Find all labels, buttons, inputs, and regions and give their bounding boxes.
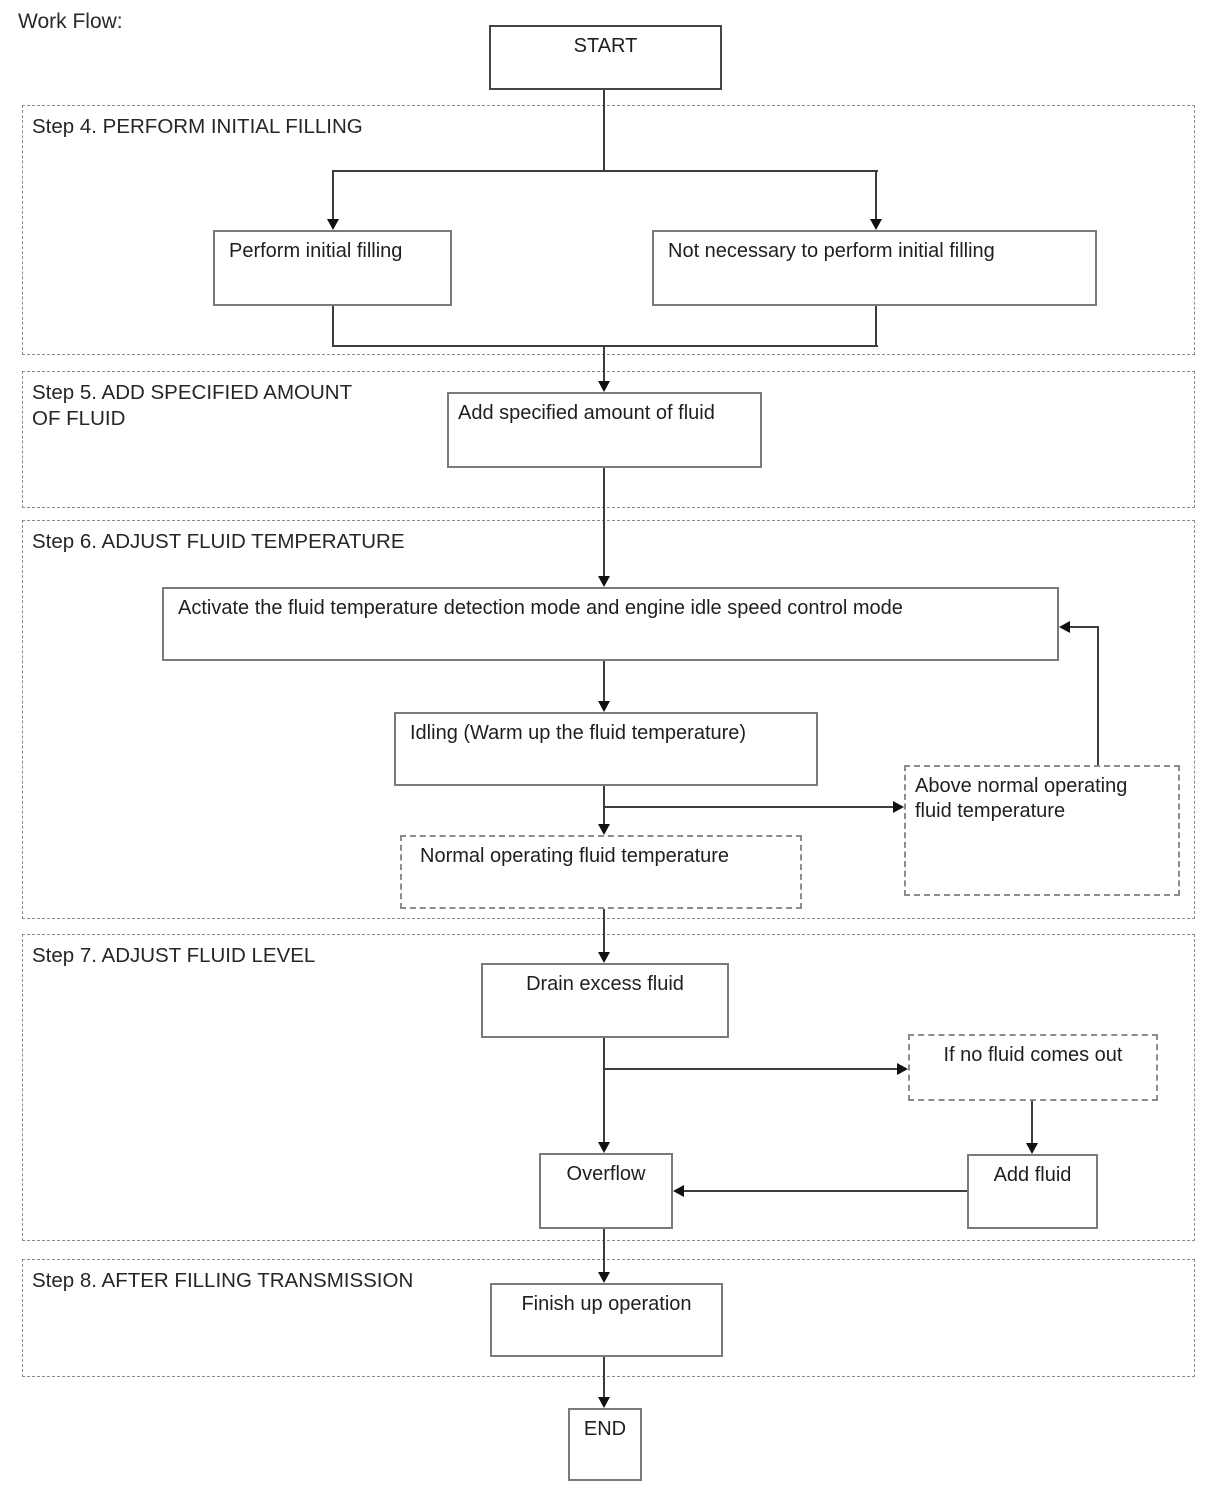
arrowhead-into-add-specified — [598, 381, 610, 392]
node-overflow: Overflow — [539, 1153, 673, 1229]
node-normal-operating-temp-label: Normal operating fluid temperature — [420, 845, 730, 867]
arrowhead-into-add-fluid — [1026, 1143, 1038, 1154]
node-add-specified-amount-label: Add specified amount of fluid — [458, 402, 715, 424]
node-add-fluid-label: Add fluid — [993, 1164, 1072, 1186]
node-start-label: START — [573, 35, 638, 57]
connector-merge-horizontal — [333, 345, 878, 347]
node-above-normal-operating-temp-label: Above normal operating fluid temperature — [915, 775, 1128, 822]
connector-normal-to-drain — [603, 909, 605, 952]
connector-idling-to-above — [604, 806, 893, 808]
node-activate-detection-mode: Activate the fluid temperature detection… — [162, 587, 1059, 661]
connector-split-horizontal — [333, 170, 878, 172]
node-perform-initial-filling: Perform initial filling — [213, 230, 452, 306]
section-step6-title-text: Step 6. ADJUST FLUID TEMPERATURE — [32, 530, 405, 553]
connector-merge-to-add-specified — [603, 345, 605, 381]
node-perform-initial-filling-label: Perform initial filling — [229, 240, 403, 262]
connector-start-to-split — [603, 90, 605, 171]
connector-drain-to-if-no-fluid — [604, 1068, 897, 1070]
connector-perform-down — [332, 306, 334, 347]
section-step5-title-line1: Step 5. ADD SPECIFIED AMOUNT — [32, 381, 353, 404]
node-drain-excess-fluid-label: Drain excess fluid — [526, 973, 684, 995]
section-step4-title-text: Step 4. PERFORM INITIAL FILLING — [32, 115, 363, 138]
node-normal-operating-temp: Normal operating fluid temperature — [400, 835, 802, 909]
arrowhead-into-perform — [327, 219, 339, 230]
connector-above-feedback-horizontal — [1070, 626, 1099, 628]
connector-activate-to-idling — [603, 661, 605, 701]
arrowhead-into-idling — [598, 701, 610, 712]
connector-overflow-to-finish — [603, 1229, 605, 1272]
node-above-normal-operating-temp: Above normal operating fluid temperature — [904, 765, 1180, 896]
connector-if-no-fluid-to-add-fluid — [1031, 1101, 1033, 1143]
node-activate-detection-mode-label: Activate the fluid temperature detection… — [178, 597, 903, 619]
section-step5-title-line2: OF FLUID — [32, 407, 126, 430]
connector-add-fluid-to-overflow — [684, 1190, 967, 1192]
arrowhead-into-activate-right — [1059, 621, 1070, 633]
arrowhead-into-overflow-right — [673, 1185, 684, 1197]
arrowhead-into-if-no-fluid — [897, 1063, 908, 1075]
arrowhead-into-overflow — [598, 1142, 610, 1153]
section-step7-title-text: Step 7. ADJUST FLUID LEVEL — [32, 944, 316, 967]
section-step5-title: Step 5. ADD SPECIFIED AMOUNT OF FLUID — [32, 380, 352, 432]
section-step4-title: Step 4. PERFORM INITIAL FILLING — [32, 114, 363, 140]
section-step4: Step 4. PERFORM INITIAL FILLING — [22, 105, 1195, 355]
node-drain-excess-fluid: Drain excess fluid — [481, 963, 729, 1038]
node-not-necessary-initial-filling-label: Not necessary to perform initial filling — [668, 240, 995, 262]
arrowhead-into-finish — [598, 1272, 610, 1283]
node-add-fluid: Add fluid — [967, 1154, 1098, 1229]
connector-split-to-perform — [332, 170, 334, 219]
node-start: START — [489, 25, 722, 90]
arrowhead-into-normal — [598, 824, 610, 835]
node-add-specified-amount: Add specified amount of fluid — [447, 392, 762, 468]
section-step8-title-text: Step 8. AFTER FILLING TRANSMISSION — [32, 1269, 414, 1292]
node-end-label: END — [583, 1418, 627, 1440]
connector-not-necessary-down — [875, 306, 877, 347]
section-step8: Step 8. AFTER FILLING TRANSMISSION — [22, 1259, 1195, 1377]
connector-idling-to-normal — [603, 786, 605, 824]
connector-split-to-not-necessary — [875, 170, 877, 219]
node-idling-warm-up: Idling (Warm up the fluid temperature) — [394, 712, 818, 786]
connector-drain-to-overflow — [603, 1038, 605, 1142]
section-step6: Step 6. ADJUST FLUID TEMPERATURE — [22, 520, 1195, 919]
section-step8-title: Step 8. AFTER FILLING TRANSMISSION — [32, 1268, 413, 1294]
arrowhead-into-drain — [598, 952, 610, 963]
node-finish-up-operation: Finish up operation — [490, 1283, 723, 1357]
node-idling-warm-up-label: Idling (Warm up the fluid temperature) — [410, 722, 747, 744]
connector-above-feedback-vertical — [1097, 627, 1099, 765]
node-if-no-fluid-comes-out-label: If no fluid comes out — [943, 1044, 1123, 1066]
page-title: Work Flow: — [18, 10, 123, 33]
arrowhead-into-above — [893, 801, 904, 813]
connector-add-specified-to-activate — [603, 468, 605, 576]
section-step7-title: Step 7. ADJUST FLUID LEVEL — [32, 943, 315, 969]
section-step5: Step 5. ADD SPECIFIED AMOUNT OF FLUID — [22, 371, 1195, 508]
node-overflow-label: Overflow — [566, 1163, 646, 1185]
arrowhead-into-activate — [598, 576, 610, 587]
arrowhead-into-end — [598, 1397, 610, 1408]
node-not-necessary-initial-filling: Not necessary to perform initial filling — [652, 230, 1097, 306]
node-finish-up-operation-label: Finish up operation — [521, 1293, 692, 1315]
node-if-no-fluid-comes-out: If no fluid comes out — [908, 1034, 1158, 1101]
node-end: END — [568, 1408, 642, 1481]
section-step6-title: Step 6. ADJUST FLUID TEMPERATURE — [32, 529, 405, 555]
connector-finish-to-end — [603, 1357, 605, 1397]
section-step7: Step 7. ADJUST FLUID LEVEL — [22, 934, 1195, 1241]
arrowhead-into-not-necessary — [870, 219, 882, 230]
